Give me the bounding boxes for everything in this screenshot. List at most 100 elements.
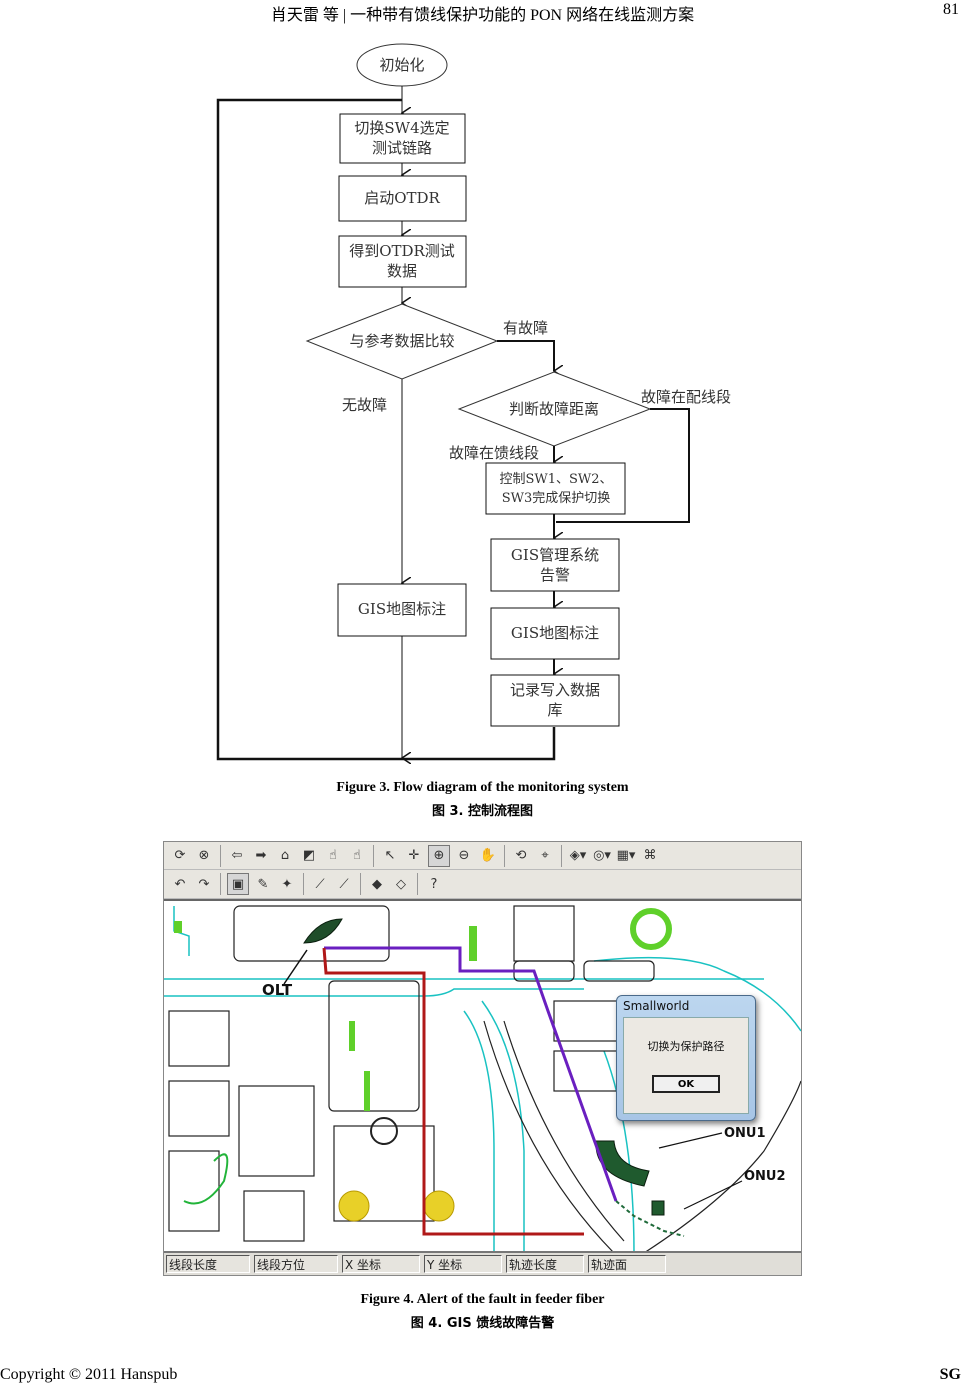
pointer-icon[interactable]: ↖	[384, 848, 396, 863]
figure-3-flowchart: 初始化 切换SW4选定 测试链路 启动OTDR 得到OTDR测试 数据 与参考数…	[0, 30, 965, 775]
node-gis-mark-right: GIS地图标注	[490, 607, 620, 660]
label-fault-feeder: 故障在馈线段	[449, 444, 539, 462]
node-get-data-line1: 得到OTDR测试	[349, 242, 455, 260]
node-write-db: 记录写入数据 库	[490, 674, 620, 727]
node-gis-mark-right-label: GIS地图标注	[511, 624, 599, 642]
onu1-label: ONU1	[724, 1126, 766, 1141]
toolbar-separator	[504, 844, 505, 867]
figure-3-caption-zh: 图 3. 控制流程图	[431, 804, 534, 819]
forward-arrow-icon[interactable]: ➡	[255, 848, 267, 863]
draw-area-icon[interactable]: ✎	[257, 876, 269, 892]
node-gis-alarm-line1: GIS管理系统	[511, 546, 599, 564]
edge-compare-to-judge	[497, 340, 554, 371]
back-arrow-icon[interactable]: ⇦	[231, 848, 243, 863]
status-bar: 线段长度 线段方位 X 坐标 Y 坐标 轨迹长度 轨迹面	[164, 1251, 801, 1275]
status-field-segment-length: 线段长度	[166, 1255, 250, 1273]
node-switch-sw4-line2: 测试链路	[372, 139, 432, 157]
label-has-fault: 有故障	[503, 319, 548, 337]
pan-hand-icon[interactable]: ✋	[479, 848, 497, 863]
home-icon[interactable]: ⌂	[280, 848, 290, 863]
stop-icon[interactable]: ⊗	[198, 848, 210, 863]
olt-label: OLT	[262, 981, 293, 999]
figure-4-gis-window: ⟳ ⊗ ⇦ ➡ ⌂ ◩ ☝ ☝ ↖ ✛ ⊕ ⊖ ✋ ⟲ ⌖ ◈▾ ◎▾ ▦▾ ⌘ ↶ ↷ ▣ ✎ ✦ ⟋ ⟋ ◆ ◇?	[163, 841, 802, 1276]
plaza-features	[338, 1117, 455, 1222]
undo-icon[interactable]: ↶	[174, 876, 186, 892]
network-icon[interactable]: ⌘	[643, 848, 657, 863]
toolbar-separator	[417, 873, 418, 895]
layer-dropdown-icon[interactable]: ◈▾	[569, 848, 587, 863]
redo-icon[interactable]: ↷	[198, 876, 210, 892]
onu2-label: ONU2	[744, 1169, 786, 1184]
toolbar-separator	[220, 873, 221, 895]
stack-dropdown-icon[interactable]: ▦▾	[616, 848, 636, 863]
node-start-label: 初始化	[379, 56, 424, 74]
ok-button[interactable]: OK	[652, 1075, 720, 1093]
crosshair-icon[interactable]: ✛	[408, 848, 420, 863]
hand-select-icon[interactable]: ☝	[329, 848, 337, 863]
trace-back-icon[interactable]: ⟋	[339, 876, 349, 892]
measure-icon[interactable]: ⌖	[541, 848, 549, 863]
status-field-trace-area: 轨迹面	[588, 1255, 666, 1273]
node-gis-alarm: GIS管理系统 告警	[490, 538, 620, 592]
figure-3-caption-en: Figure 3. Flow diagram of the monitoring…	[336, 780, 629, 795]
node-get-data-line2: 数据	[387, 262, 417, 280]
toolbar-separator	[561, 844, 562, 867]
dialog-body: 切换为保护路径 OK	[623, 1017, 749, 1114]
node-protect-switch: 控制SW1、SW2、 SW3完成保护切换	[485, 462, 626, 515]
node-write-db-line2: 库	[547, 701, 562, 719]
zoom-out-icon[interactable]: ⊖	[458, 848, 470, 863]
node-compare-label: 与参考数据比较	[349, 332, 454, 350]
select-object-icon[interactable]: ◩	[302, 848, 316, 863]
zoom-in-icon[interactable]: ⊕	[428, 844, 450, 867]
copyright: Copyright © 2011 Hanspub	[0, 1366, 178, 1383]
node-judge-distance-label: 判断故障距离	[509, 400, 599, 418]
toolbar-separator	[360, 873, 361, 895]
refresh-icon[interactable]: ⟳	[174, 848, 186, 863]
node-judge-distance: 判断故障距离	[457, 371, 652, 447]
hand-deselect-icon[interactable]: ☝	[353, 848, 361, 863]
edit-properties-icon[interactable]: ✦	[281, 876, 293, 892]
node-write-db-line1: 记录写入数据	[510, 681, 600, 699]
dialog-message: 切换为保护路径	[647, 1040, 725, 1053]
page-number: 81	[943, 1, 959, 18]
object-alt-icon[interactable]: ◇	[396, 876, 406, 892]
vegetation	[174, 908, 672, 1205]
gis-map-svg	[164, 905, 801, 1253]
smallworld-dialog: Smallworld 切换为保护路径 OK	[616, 995, 756, 1121]
label-fault-distribution: 故障在配线段	[641, 388, 731, 406]
figure-4-caption-en: Figure 4. Alert of the fault in feeder f…	[360, 1292, 605, 1307]
journal-abbrev: SG	[939, 1366, 961, 1383]
toolbar-row-1: ⟳ ⊗ ⇦ ➡ ⌂ ◩ ☝ ☝ ↖ ✛ ⊕ ⊖ ✋ ⟲ ⌖ ◈▾ ◎▾ ▦▾ ⌘	[164, 842, 801, 870]
rotate-icon[interactable]: ⟲	[515, 848, 527, 863]
overlay-dropdown-icon[interactable]: ◎▾	[593, 848, 611, 863]
protection-path	[324, 946, 618, 1202]
dialog-title: Smallworld	[623, 999, 690, 1013]
status-field-segment-bearing: 线段方位	[254, 1255, 338, 1273]
page-header: 肖天雷 等 | 一种带有馈线保护功能的 PON 网络在线监测方案 81	[0, 0, 965, 24]
node-gis-alarm-line2: 告警	[540, 566, 570, 584]
node-start-otdr: 启动OTDR	[338, 175, 467, 222]
node-gis-mark-left-label: GIS地图标注	[358, 600, 446, 618]
toolbar-separator	[303, 873, 304, 895]
node-gis-mark-left: GIS地图标注	[337, 583, 467, 637]
label-no-fault: 无故障	[342, 396, 387, 414]
running-title: 肖天雷 等 | 一种带有馈线保护功能的 PON 网络在线监测方案	[270, 7, 695, 24]
status-field-y-coord: Y 坐标	[424, 1255, 502, 1273]
feeder-path	[322, 947, 584, 1236]
help-icon[interactable]: ?	[430, 876, 438, 892]
building-outlines	[168, 905, 801, 1253]
trace-forward-icon[interactable]: ⟋	[315, 876, 325, 892]
toolbar-row-2: ↶ ↷ ▣ ✎ ✦ ⟋ ⟋ ◆ ◇?	[164, 870, 801, 899]
node-start: 初始化	[356, 43, 448, 87]
gis-map[interactable]: OLT ONU1 ONU2 Smallworld 切换为保护路径 OK	[164, 899, 801, 1253]
node-get-data: 得到OTDR测试 数据	[338, 235, 467, 288]
distribution-path	[615, 1200, 685, 1237]
node-switch-sw4: 切换SW4选定 测试链路	[339, 113, 466, 164]
node-compare: 与参考数据比较	[305, 303, 499, 380]
node-protect-switch-line1: 控制SW1、SW2、	[499, 472, 612, 487]
toolbar-separator	[220, 844, 221, 867]
node-protect-switch-line2: SW3完成保护切换	[502, 491, 611, 506]
edge-loop-back	[216, 98, 556, 761]
map-view-icon[interactable]: ▣	[227, 873, 249, 895]
object-icon[interactable]: ◆	[372, 876, 382, 892]
